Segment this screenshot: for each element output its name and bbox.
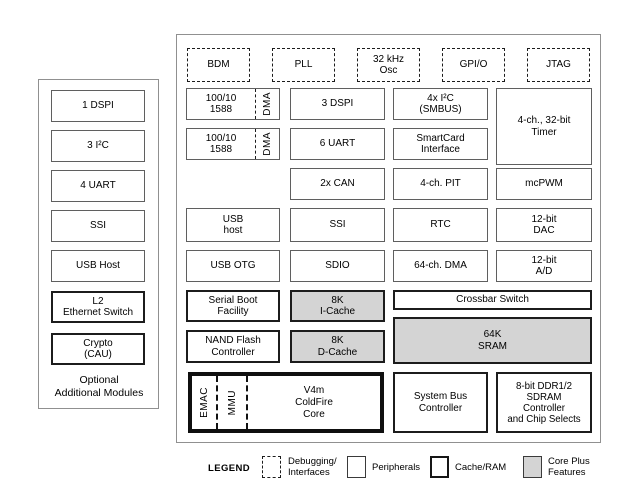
- emac-subblock: EMAC: [192, 376, 218, 429]
- block-label: Serial Boot Facility: [208, 294, 258, 318]
- legend-title: LEGEND: [208, 463, 250, 474]
- legend-swatch-core-plus: [523, 456, 542, 478]
- block-12bit-ad: 12-bit A/D: [496, 250, 592, 282]
- block-label: 4-ch. PIT: [420, 178, 461, 190]
- block-label: System Bus Controller: [413, 391, 468, 414]
- block-label: Crossbar Switch: [456, 294, 529, 306]
- block-ethernet-1588-2: 100/10 1588 DMA: [186, 128, 280, 160]
- block-timer: 4-ch., 32-bit Timer: [496, 88, 592, 165]
- block-32khz-osc: 32 kHz Osc: [357, 48, 420, 82]
- block-64k-sram: 64K SRAM: [393, 317, 592, 364]
- legend-swatch-debugging: [262, 456, 281, 478]
- block-label: 100/10 1588: [205, 132, 237, 156]
- block-nand-flash: NAND Flash Controller: [186, 330, 280, 363]
- block-label: 3 DSPI: [321, 98, 354, 110]
- legend-label-cache-ram: Cache/RAM: [455, 462, 507, 473]
- optional-modules-caption: Optional Additional Modules: [54, 374, 144, 399]
- block-label: 8K D-Cache: [317, 335, 358, 358]
- block-label: 6 UART: [319, 138, 356, 150]
- block-label: RTC: [430, 219, 451, 231]
- emac-label: EMAC: [198, 387, 210, 418]
- block-ssi-left: SSI: [51, 210, 145, 242]
- legend-label-core-plus: Core Plus Features: [548, 456, 590, 478]
- block-8k-dcache: 8K D-Cache: [290, 330, 385, 363]
- block-label: mcPWM: [525, 178, 563, 190]
- legend-swatch-cache-ram: [430, 456, 449, 478]
- block-mcpwm: mcPWM: [496, 168, 592, 200]
- block-label: SmartCard Interface: [416, 132, 465, 156]
- block-label: 1 DSPI: [82, 100, 114, 112]
- block-usb-host-left: USB Host: [51, 250, 145, 282]
- block-label: 4x I²C (SMBUS): [419, 92, 462, 116]
- block-12bit-dac: 12-bit DAC: [496, 208, 592, 242]
- block-usb-otg: USB OTG: [186, 250, 280, 282]
- block-usb-host: USB host: [186, 208, 280, 242]
- block-bdm: BDM: [187, 48, 250, 82]
- block-label: 64-ch. DMA: [414, 260, 467, 272]
- block-4-uart: 4 UART: [51, 170, 145, 202]
- block-rtc: RTC: [393, 208, 488, 242]
- block-label: PLL: [294, 59, 313, 71]
- block-label: 3 I²C: [87, 140, 109, 152]
- dma-label: DMA: [261, 92, 273, 116]
- block-pll: PLL: [272, 48, 335, 82]
- mmu-label: MMU: [226, 389, 238, 416]
- block-smartcard: SmartCard Interface: [393, 128, 488, 160]
- block-label: Crypto (CAU): [83, 337, 113, 361]
- block-serial-boot: Serial Boot Facility: [186, 290, 280, 322]
- block-3-i2c: 3 I²C: [51, 130, 145, 162]
- block-label: GPI/O: [459, 59, 488, 71]
- block-2x-can: 2x CAN: [290, 168, 385, 200]
- dma-subblock: DMA: [255, 89, 279, 119]
- block-label: 12-bit DAC: [531, 213, 557, 237]
- block-sdio: SDIO: [290, 250, 385, 282]
- block-label: 8-bit DDR1/2 SDRAM Controller and Chip S…: [507, 380, 581, 425]
- block-label: BDM: [207, 59, 230, 71]
- core-label: V4m ColdFire Core: [295, 384, 333, 420]
- block-4ch-pit: 4-ch. PIT: [393, 168, 488, 200]
- block-6-uart: 6 UART: [290, 128, 385, 160]
- block-1-dspi: 1 DSPI: [51, 90, 145, 122]
- block-4x-i2c: 4x I²C (SMBUS): [393, 88, 488, 120]
- block-label: 64K SRAM: [478, 329, 507, 352]
- block-label: NAND Flash Controller: [205, 335, 261, 358]
- legend-label-debugging: Debugging/ Interfaces: [288, 456, 337, 478]
- block-3-dspi: 3 DSPI: [290, 88, 385, 120]
- block-ddr-sdram-controller: 8-bit DDR1/2 SDRAM Controller and Chip S…: [496, 372, 592, 433]
- block-label: SSI: [89, 220, 107, 232]
- block-label: 8K I-Cache: [319, 294, 355, 318]
- block-label: SDIO: [325, 260, 350, 272]
- block-l2-ethernet-switch: L2 Ethernet Switch: [51, 291, 145, 323]
- block-coldfire-core: EMAC MMU V4m ColdFire Core: [188, 372, 384, 433]
- block-label: JTAG: [546, 59, 571, 71]
- block-label: 4 UART: [80, 180, 116, 192]
- block-label: 2x CAN: [320, 178, 355, 190]
- block-label: 100/10 1588: [205, 92, 237, 116]
- block-label: 4-ch., 32-bit Timer: [517, 115, 571, 138]
- block-label: 32 kHz Osc: [372, 53, 405, 77]
- block-crossbar-switch: Crossbar Switch: [393, 290, 592, 310]
- legend-label-peripherals: Peripherals: [372, 462, 421, 473]
- block-label: USB OTG: [210, 260, 256, 272]
- block-system-bus-controller: System Bus Controller: [393, 372, 488, 433]
- block-8k-icache: 8K I-Cache: [290, 290, 385, 322]
- block-label: 12-bit A/D: [531, 254, 557, 278]
- block-label: USB Host: [76, 260, 120, 272]
- block-label: SSI: [329, 219, 346, 231]
- block-label: L2 Ethernet Switch: [62, 295, 134, 319]
- block-crypto-cau: Crypto (CAU): [51, 333, 145, 365]
- mmu-subblock: MMU: [218, 376, 248, 429]
- block-jtag: JTAG: [527, 48, 590, 82]
- block-gpio: GPI/O: [442, 48, 505, 82]
- dma-subblock: DMA: [255, 129, 279, 159]
- legend-swatch-peripherals: [347, 456, 366, 478]
- block-label: USB host: [222, 213, 244, 237]
- block-ethernet-1588-1: 100/10 1588 DMA: [186, 88, 280, 120]
- block-ssi: SSI: [290, 208, 385, 242]
- dma-label: DMA: [261, 132, 273, 156]
- block-64ch-dma: 64-ch. DMA: [393, 250, 488, 282]
